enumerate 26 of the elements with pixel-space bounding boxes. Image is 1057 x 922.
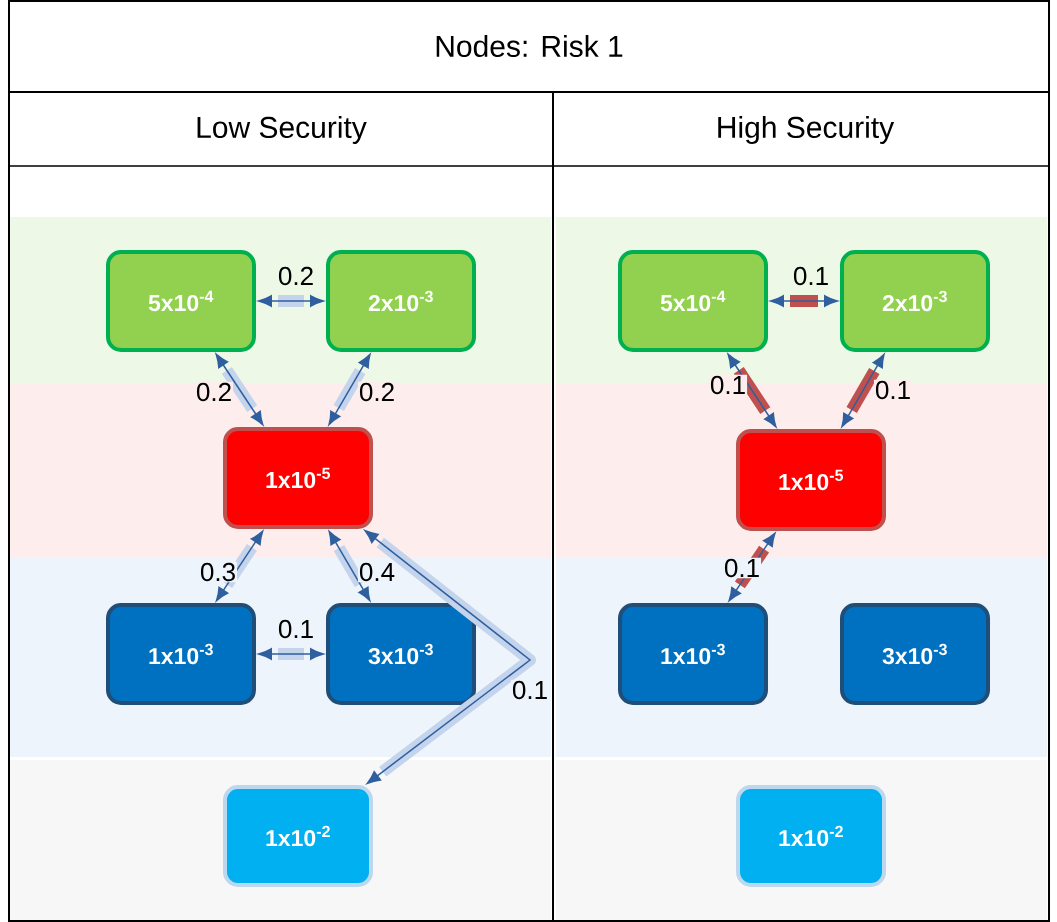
value-box: 1x10$^{-3}$: [618, 603, 768, 705]
arrow: [258, 648, 324, 660]
value-box: 5x10$^{-4}$: [618, 250, 768, 352]
arrow: [258, 295, 324, 307]
value-box: 1x10$^{-5}$: [736, 429, 886, 531]
value-box: 1x10$^{-2}$: [223, 785, 373, 887]
value-box: 1x10$^{-3}$: [106, 603, 256, 705]
arrow: [770, 295, 838, 307]
arrow: [841, 353, 885, 428]
value-box: 3x10$^{-3}$: [840, 603, 990, 705]
arrow: [728, 532, 776, 602]
arrow: [328, 530, 371, 602]
arrow: [328, 353, 371, 426]
value-box: 5x10$^{-4}$: [106, 250, 256, 352]
value-box: 2x10$^{-3}$: [326, 250, 476, 352]
arrow: [364, 530, 536, 785]
value-box: 1x10$^{-5}$: [223, 427, 373, 529]
arrow: [215, 530, 264, 602]
column-header: Low Security: [197, 116, 367, 144]
arrow: [727, 353, 777, 428]
column-header: High Security: [718, 116, 895, 144]
arrow: [215, 353, 264, 426]
value-box: 3x10$^{-3}$: [326, 603, 476, 705]
value-box: 1x10$^{-2}$: [736, 785, 886, 887]
table-title: Nodes: Risk 1: [436, 35, 623, 58]
value-box: 2x10$^{-3}$: [840, 250, 990, 352]
